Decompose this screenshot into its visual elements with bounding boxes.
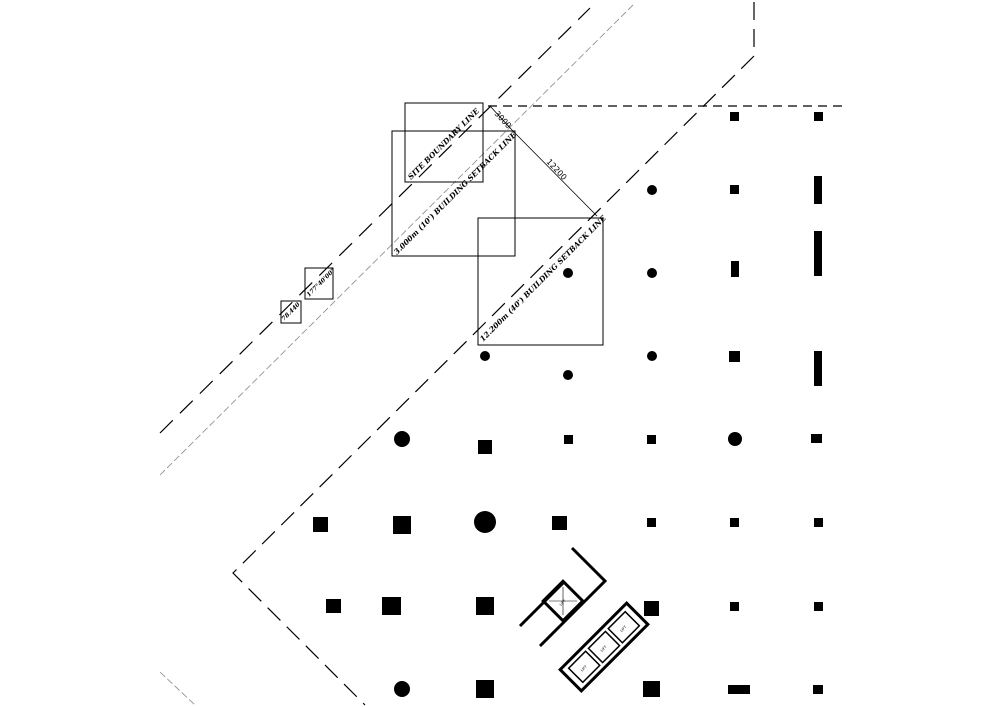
column [731, 261, 739, 277]
boundary-fragment-line [159, 671, 196, 706]
column [729, 351, 740, 362]
setback-40ft-label-box [477, 217, 604, 346]
column [480, 351, 490, 361]
column [730, 185, 739, 194]
column [647, 518, 656, 527]
column [814, 602, 823, 611]
column [813, 685, 823, 694]
column [730, 112, 739, 121]
column [730, 518, 739, 527]
lift-label: LIFT [559, 598, 567, 606]
column [814, 112, 823, 121]
column [814, 351, 822, 386]
lift-car [607, 610, 641, 644]
column [643, 681, 660, 697]
column [394, 681, 410, 697]
column [728, 432, 742, 446]
column [563, 370, 573, 380]
lift-label: LIFT [580, 664, 588, 672]
lift-label: LIFT [600, 644, 608, 652]
site-boundary-label: SITE BOUNDARY LINE [406, 106, 481, 181]
column [647, 185, 657, 195]
setback-10ft-label-box [391, 130, 516, 257]
column-grid [313, 112, 823, 698]
setback-12m-line [232, 2, 755, 706]
column [814, 231, 822, 276]
bearing-angle-box [304, 267, 334, 300]
setback-3m-line [159, 3, 635, 476]
dimension-line-3000 [489, 105, 513, 131]
column [647, 435, 656, 444]
column [478, 440, 492, 454]
lift-label: LIFT [620, 624, 628, 632]
site-boundary-label-box [404, 102, 484, 183]
setback-40ft-label: 12.200m (40') BUILDING SETBACK LINE [478, 213, 608, 343]
column [313, 517, 328, 532]
column [647, 268, 657, 278]
bearing-length-box [280, 300, 302, 324]
column [644, 601, 659, 616]
site-boundary-line [159, 7, 591, 434]
lift-core: LIFT LIFT LIFT LIFT [518, 546, 650, 693]
column [564, 435, 573, 444]
column [476, 597, 494, 615]
lift-car [587, 630, 621, 664]
column [382, 597, 401, 615]
column [552, 516, 567, 530]
column [730, 602, 739, 611]
setback-10ft-label: 3.000m (10') BUILDING SETBACK LINE [392, 130, 518, 256]
column [814, 176, 822, 204]
column [814, 518, 823, 527]
column [326, 599, 341, 613]
column [647, 351, 657, 361]
column [474, 511, 496, 533]
bearing-angle-label: 177°40'00" [305, 267, 336, 298]
lift-car [567, 650, 601, 684]
dimension-12200: 12200 [545, 157, 569, 182]
column [393, 516, 411, 534]
column [811, 434, 822, 443]
column [728, 685, 750, 694]
column [394, 431, 410, 447]
column [563, 268, 573, 278]
column [476, 680, 494, 698]
dimension-line-12200 [511, 129, 598, 217]
